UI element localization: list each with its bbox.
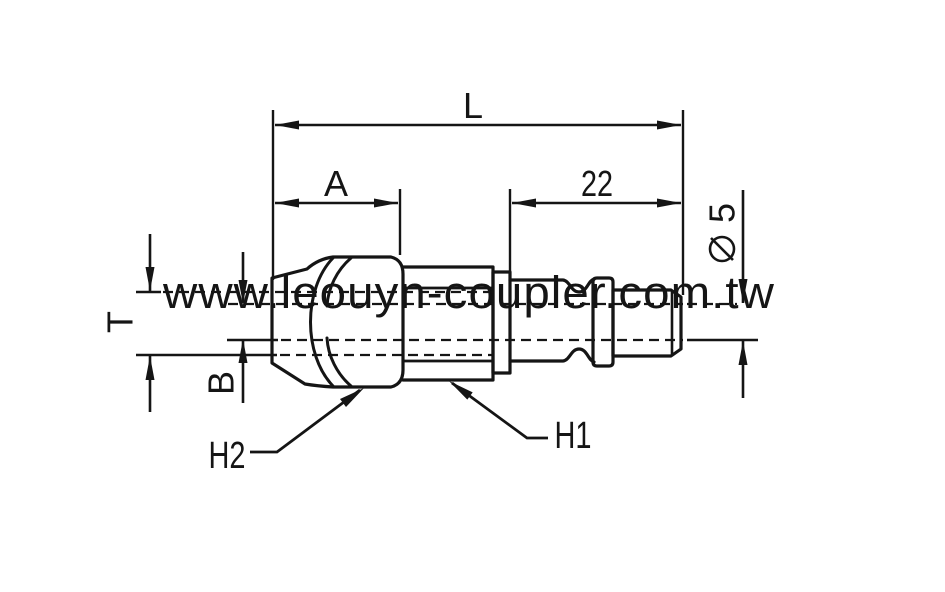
diameter-symbol-slash — [710, 237, 734, 261]
dimension-22: 22 — [508, 163, 681, 271]
arrowhead-up — [145, 356, 155, 380]
dim-label-B: B — [201, 371, 242, 395]
diameter-symbol-icon — [708, 235, 736, 263]
leader-label-H2: H2 — [209, 435, 246, 477]
plug-body-bottom — [508, 347, 596, 364]
arrowhead-right — [374, 198, 398, 208]
arrowhead-up — [238, 339, 248, 363]
dimension-B: B — [201, 252, 278, 403]
dim-label-A: A — [324, 163, 348, 204]
arrowhead-H1 — [449, 381, 473, 400]
leader-H2: H2 — [209, 388, 364, 477]
leader-line-H1 — [451, 381, 548, 440]
plug-body-top — [508, 277, 596, 294]
dim-label-L: L — [463, 85, 483, 126]
arrowhead-up — [738, 341, 748, 365]
arrowhead-right — [657, 198, 681, 208]
dim-label-phi5-value: 5 — [702, 203, 743, 223]
hidden-lines-group — [163, 290, 737, 357]
arrowhead-down — [238, 280, 248, 304]
leader-line-H2 — [250, 388, 361, 454]
dim-label-22: 22 — [581, 163, 613, 204]
dim-label-T: T — [100, 311, 141, 333]
dimension-phi5: 5 — [687, 190, 758, 398]
leader-label-H1: H1 — [555, 415, 592, 457]
dimension-A: A — [275, 163, 402, 255]
plug-tip-outline — [611, 288, 683, 358]
arrowhead-left — [275, 198, 299, 208]
plug-bead-outline — [591, 276, 615, 368]
leader-H1: H1 — [449, 381, 592, 457]
part-outline-group — [270, 255, 683, 389]
nut-flute-curve-lower — [325, 336, 353, 388]
nut-flute-curve-upper — [325, 256, 353, 308]
arrowhead-H2 — [340, 388, 364, 407]
arrowhead-down — [738, 279, 748, 303]
arrowhead-down — [145, 267, 155, 291]
arrowhead-right — [657, 120, 681, 130]
dimension-T: T — [100, 234, 277, 412]
arrowhead-left — [275, 120, 299, 130]
dim-label-phi5: 5 — [702, 203, 743, 263]
nut-flute-curve-main — [309, 256, 335, 388]
dimension-L: L — [271, 85, 685, 295]
arrowhead-left — [512, 198, 536, 208]
